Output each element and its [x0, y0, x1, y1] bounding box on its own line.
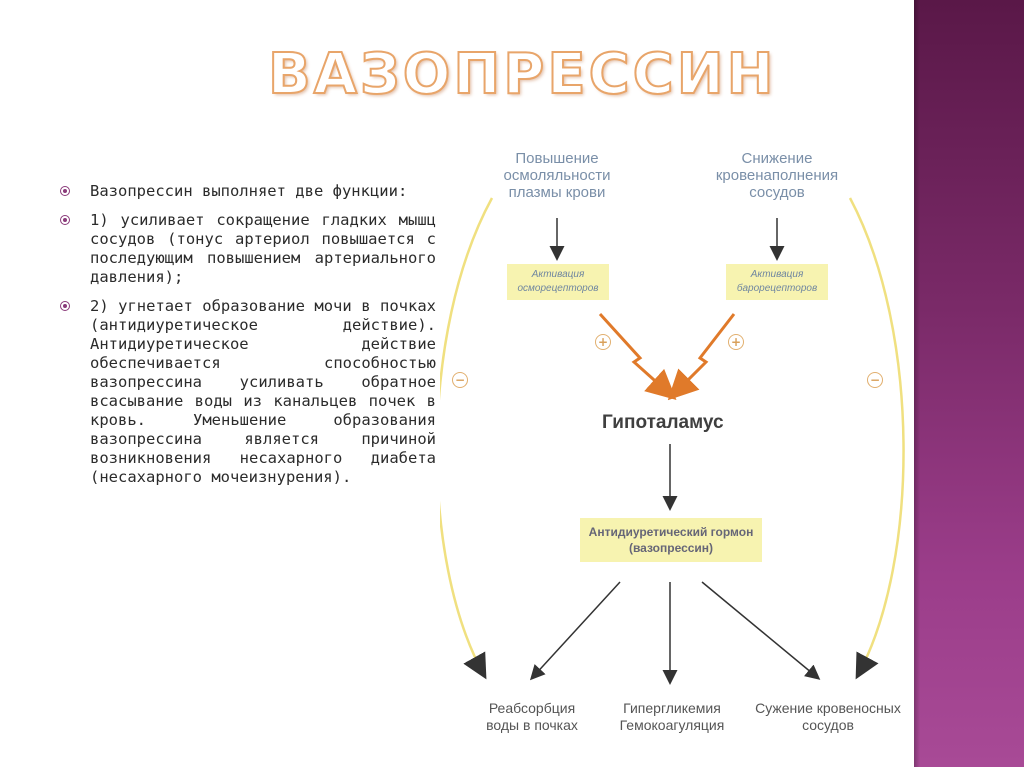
receptor-left-line: осморецепторов	[517, 283, 599, 294]
diagram-lines	[440, 197, 905, 685]
output-left-line: Реабсорбция	[488, 700, 576, 716]
receptor-left-box: Активация осморецепторов	[507, 264, 609, 300]
input-left-line: плазмы крови	[508, 184, 606, 201]
input-left-line: Повышение	[515, 150, 599, 167]
input-right-line: Снижение	[741, 150, 813, 167]
bullet-text: 2) угнетает образование мочи в почках (а…	[90, 297, 436, 486]
plus-sign-left: +	[595, 334, 611, 350]
hormone-line: Антидиуретический гормон	[588, 525, 754, 539]
arrow-receptor-left	[598, 312, 677, 401]
input-right-line: кровенаполнения	[715, 167, 839, 184]
output-right: Сужение кровеносных сосудов	[748, 700, 908, 734]
bullet-icon	[60, 186, 70, 196]
input-left-line: осмоляльности	[503, 167, 611, 184]
plus-sign-right: +	[728, 334, 744, 350]
hypothalamus-label: Гипоталамус	[602, 412, 724, 433]
hormone-line: (вазопрессин)	[628, 541, 714, 555]
output-middle-line: Гемокоагуляция	[619, 717, 725, 733]
receptor-left-line: Активация	[531, 269, 585, 280]
slide-title: ВАЗОПРЕССИН	[267, 41, 777, 108]
bullet-list: Вазопрессин выполняет две функции: 1) ус…	[60, 182, 436, 497]
bullet-text: 1) усиливает сокращение гладких мышц сос…	[90, 211, 436, 286]
receptor-right-box: Активация барорецепторов	[726, 264, 828, 300]
bullet-icon	[60, 301, 70, 311]
feedback-arc-left	[440, 197, 494, 680]
output-left-line: воды в почках	[486, 717, 578, 733]
hormone-box: Антидиуретический гормон (вазопрессин)	[580, 518, 762, 562]
bullet-icon	[60, 215, 70, 225]
receptor-right-line: Активация	[750, 269, 804, 280]
arrow-receptor-right	[667, 313, 736, 401]
input-right: Снижение кровенаполнения сосудов	[706, 150, 848, 201]
minus-sign-left: −	[452, 372, 468, 388]
input-left: Повышение осмоляльности плазмы крови	[492, 150, 622, 201]
input-right-line: сосудов	[749, 184, 805, 201]
receptor-right-line: барорецепторов	[736, 283, 818, 294]
side-decor-bar	[914, 0, 1024, 767]
output-right-line: Сужение кровеносных	[755, 700, 901, 716]
feedback-arc-right	[848, 197, 905, 680]
bullet-text: Вазопрессин выполняет две функции:	[90, 182, 408, 200]
arrow-output-left	[529, 581, 621, 681]
output-left: Реабсорбция воды в почках	[476, 700, 588, 734]
output-middle-line: Гипергликемия	[623, 700, 721, 716]
arrow-output-right	[701, 581, 821, 680]
minus-sign-right: −	[867, 372, 883, 388]
bullet-item: 1) усиливает сокращение гладких мышц сос…	[60, 211, 436, 287]
output-middle: Гипергликемия Гемокоагуляция	[616, 700, 728, 734]
output-right-line: сосудов	[802, 717, 854, 733]
bullet-item: 2) угнетает образование мочи в почках (а…	[60, 297, 436, 487]
bullet-item: Вазопрессин выполняет две функции:	[60, 182, 436, 201]
